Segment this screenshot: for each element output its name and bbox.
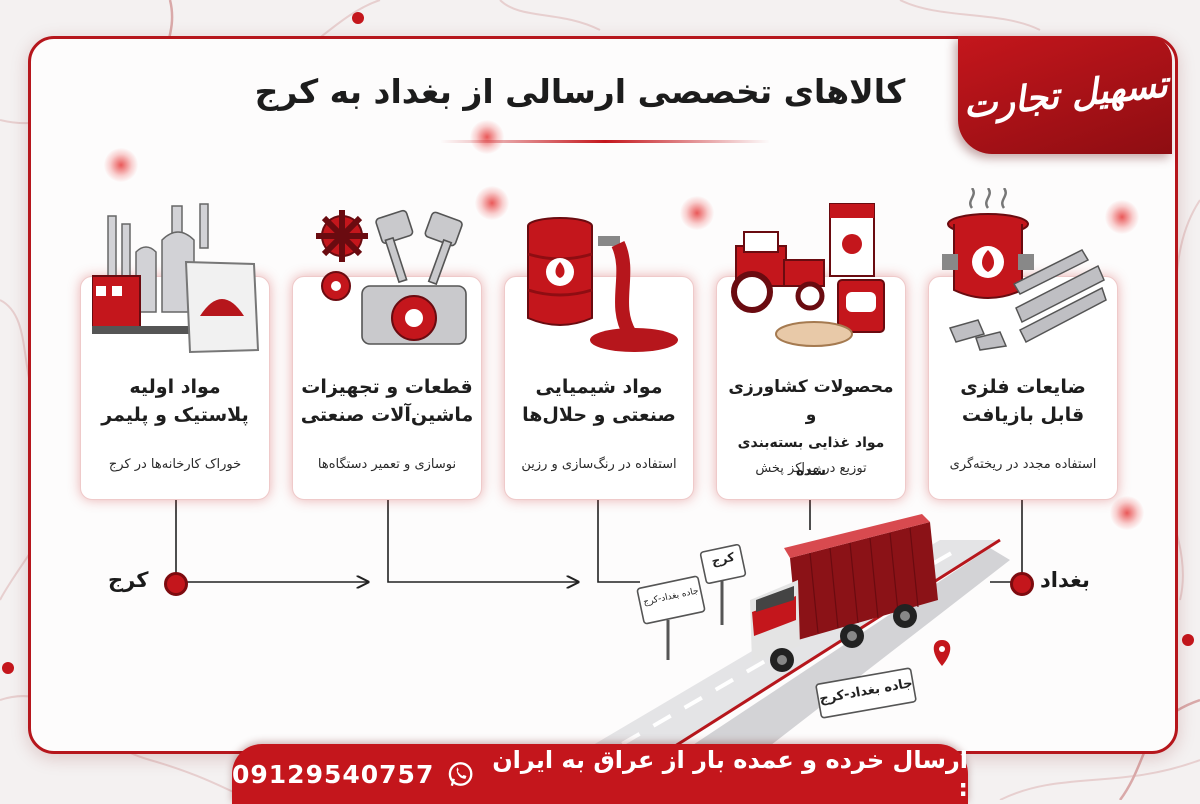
route-start-dot — [1010, 572, 1034, 596]
footer-bar: ارسال خرده و عمده بار از عراق به ایران :… — [232, 744, 968, 804]
furnace-metal-icon — [942, 188, 1107, 351]
page-title: کالاهای تخصصی ارسالی از بغداد به کرج — [254, 72, 906, 111]
chemical-barrel-icon — [527, 217, 678, 352]
brand-badge: تسهیل تجارت — [958, 36, 1172, 154]
decor-glow — [104, 148, 138, 182]
card-subtitle: نوسازی و تعمیر دستگاه‌ها — [317, 457, 457, 472]
route-start-label: بغداد — [1040, 568, 1090, 592]
decor-glow — [475, 186, 509, 220]
card-subtitle: استفاده در رنگ‌سازی و رزین — [521, 457, 677, 472]
tractor-food-icon — [731, 203, 885, 347]
footer-text: ارسال خرده و عمده بار از عراق به ایران : — [492, 746, 968, 802]
decor-glow — [1105, 200, 1139, 234]
title-underline — [440, 140, 770, 143]
truck-icon — [750, 514, 938, 672]
decor-glow — [680, 196, 714, 230]
route-end-dot — [164, 572, 188, 596]
road-sign-2 — [636, 575, 706, 660]
decor-glow — [470, 120, 504, 154]
factory-plastic-icon — [92, 203, 260, 354]
decor-glow — [1110, 496, 1144, 530]
whatsapp-icon — [449, 762, 473, 786]
machinery-gears-icon — [316, 209, 467, 345]
card-subtitle: خوراک کارخانه‌ها در کرج — [108, 457, 242, 472]
location-pin-icon — [933, 640, 951, 666]
road-sign-1 — [699, 543, 747, 625]
route-end-label: کرج — [108, 568, 149, 592]
card-subtitle: استفاده مجدد در ریخته‌گری — [949, 457, 1097, 472]
card-subtitle: توزیع در مراکز پخش — [755, 461, 867, 476]
phone-number[interactable]: 09129540757 — [232, 759, 435, 789]
